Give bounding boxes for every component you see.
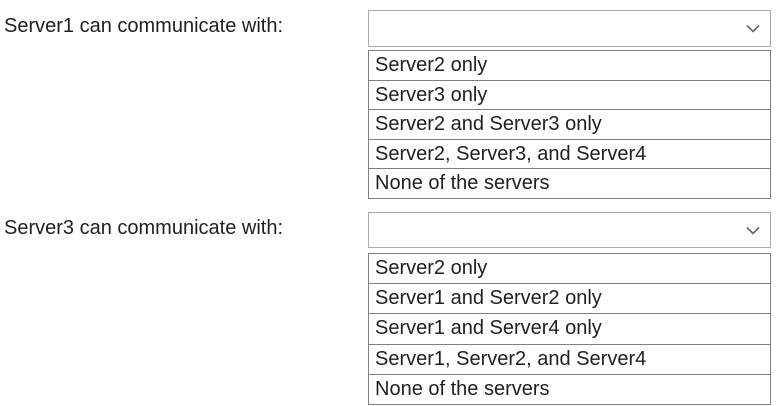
dropdown-option[interactable]: Server3 only (369, 79, 770, 109)
server3-dropdown[interactable] (368, 212, 771, 248)
dropdown-option[interactable]: Server1 and Server4 only (369, 313, 770, 344)
server1-options-list: Server2 only Server3 only Server2 and Se… (368, 50, 771, 199)
dropdown-option[interactable]: Server2 only (369, 254, 770, 284)
dropdown-option[interactable]: None of the servers (369, 373, 770, 404)
server1-dropdown[interactable] (368, 10, 771, 47)
dropdown-option[interactable]: Server2 and Server3 only (369, 109, 770, 139)
server3-options-list: Server2 only Server1 and Server2 only Se… (368, 253, 771, 405)
server1-question-label: Server1 can communicate with: (4, 15, 284, 37)
dropdown-option[interactable]: None of the servers (369, 168, 770, 198)
dropdown-option[interactable]: Server2, Server3, and Server4 (369, 138, 770, 168)
dropdown-option[interactable]: Server1 and Server2 only (369, 283, 770, 314)
chevron-down-icon (746, 24, 760, 33)
server3-question-label: Server3 can communicate with: (4, 217, 284, 239)
dropdown-option[interactable]: Server1, Server2, and Server4 (369, 343, 770, 374)
chevron-down-icon (746, 226, 760, 235)
dropdown-option[interactable]: Server2 only (369, 51, 770, 80)
